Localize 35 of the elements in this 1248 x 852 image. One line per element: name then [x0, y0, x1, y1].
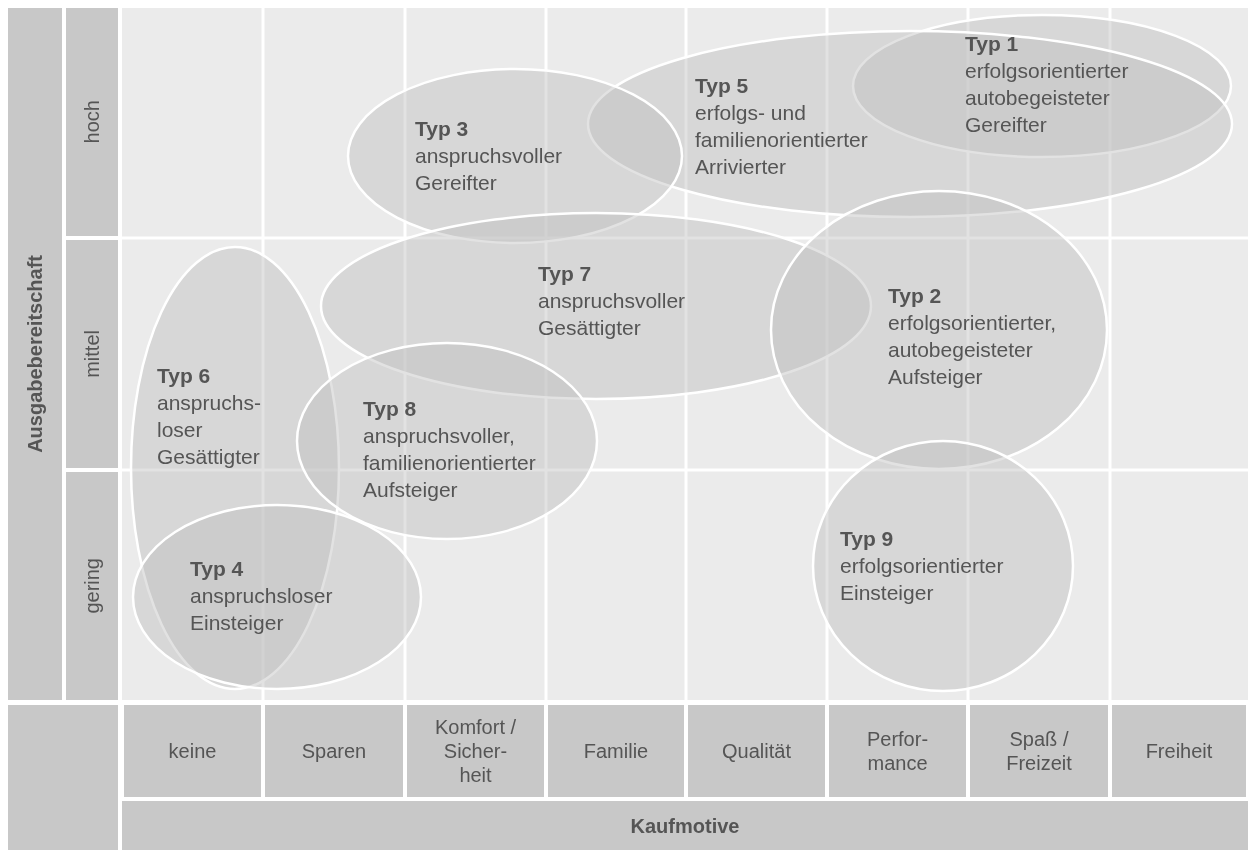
type-heading: Typ 2 [888, 283, 943, 309]
type-description: erfolgs- und familienorientierter Arrivierter [695, 100, 869, 180]
type-ellipse [296, 342, 598, 540]
type-heading: Typ 7 [538, 261, 593, 287]
column-label: Freiheit [1112, 705, 1246, 797]
type-description: anspruchs- loser Gesättigter [157, 390, 262, 470]
axis-title: Kaufmotive [122, 801, 1248, 850]
column-label: Qualität [688, 705, 825, 797]
column-label: Komfort / Sicher- heit [407, 705, 544, 797]
type-heading: Typ 8 [363, 396, 418, 422]
type-description: anspruchsloser Einsteiger [190, 583, 334, 636]
type-heading: Typ 5 [695, 73, 750, 99]
type-ellipse [812, 440, 1074, 692]
column-label: Spaß / Freizeit [970, 705, 1108, 797]
type-heading: Typ 1 [965, 31, 1020, 57]
type-heading: Typ 6 [157, 363, 212, 389]
column-label: Perfor- mance [829, 705, 966, 797]
axis-title: Ausgabebereitschaft [8, 8, 62, 700]
type-heading: Typ 9 [840, 526, 895, 552]
type-description: anspruchsvoller Gereifter [415, 143, 564, 196]
type-description: erfolgsorientierter, autobegeisteter Aufsteiger [888, 310, 1058, 390]
column-label: keine [124, 705, 261, 797]
row-label: gering [66, 472, 118, 700]
row-label: mittel [66, 240, 118, 468]
type-description: anspruchsvoller, familienorientierter Aufsteiger [363, 423, 537, 503]
type-heading: Typ 3 [415, 116, 470, 142]
type-heading: Typ 4 [190, 556, 245, 582]
type-description: erfolgsorientierter Einsteiger [840, 553, 1005, 606]
column-label: Sparen [265, 705, 403, 797]
type-description: anspruchsvoller Gesättigter [538, 288, 687, 341]
row-label: hoch [66, 8, 118, 236]
type-ellipse [132, 504, 422, 690]
type-ellipse [130, 246, 340, 690]
type-description: erfolgsorientierter autobegeisteter Gereifter [965, 58, 1130, 138]
column-label: Familie [548, 705, 684, 797]
